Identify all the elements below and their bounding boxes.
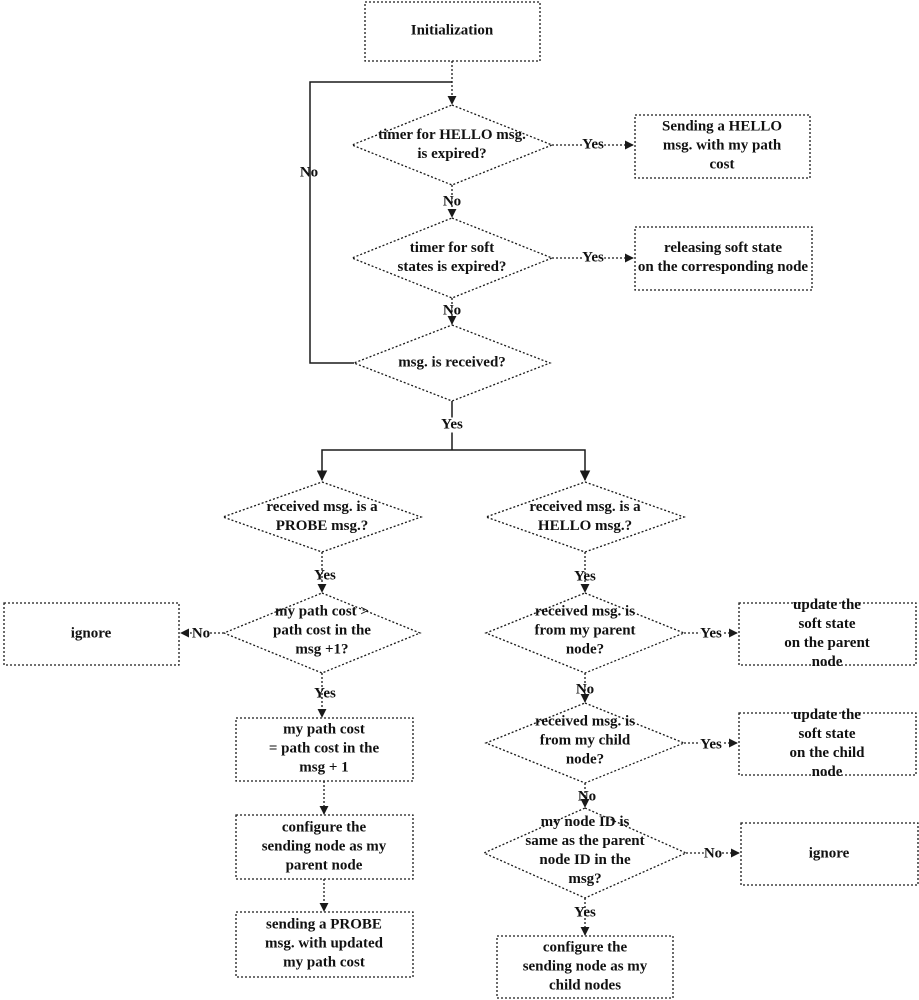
ignore-left-node: ignore: [70, 625, 112, 642]
edge-split-left: [316, 449, 452, 482]
send-probe-node: sending a PROBE msg. with updated my pat…: [265, 916, 383, 971]
label-no-hello-timer: No: [442, 193, 462, 210]
label-no-path-cost: No: [191, 625, 211, 642]
msg-received-diamond: [352, 324, 552, 402]
label-yes-same-parent: Yes: [574, 904, 596, 921]
update-child-box: [738, 712, 917, 776]
update-cost-box: [235, 717, 414, 782]
hello-diamond: [484, 481, 686, 553]
ignore-left-box: [3, 602, 180, 666]
init-node: Initialization: [410, 22, 494, 39]
edge-msg-received-no-loop: [309, 81, 452, 364]
label-yes-hello: Yes: [574, 568, 596, 585]
send-hello-box: [634, 114, 811, 179]
release-soft-box: [634, 226, 813, 291]
update-parent-box: [738, 602, 917, 666]
from-child-decision: received msg. is from my child node?: [534, 713, 636, 768]
update-child-node: update the soft state on the child node: [789, 707, 865, 780]
edge-split-right: [452, 449, 591, 482]
label-yes-soft-timer: Yes: [582, 249, 604, 266]
msg-received-decision: msg. is received?: [398, 354, 506, 371]
label-yes-hello-timer: Yes: [582, 136, 604, 153]
hello-timer-diamond: [350, 104, 554, 186]
probe-diamond: [221, 481, 423, 553]
from-parent-decision: received msg. is from my parent node?: [534, 603, 636, 658]
label-yes-path-cost: Yes: [314, 685, 336, 702]
soft-timer-diamond: [350, 217, 554, 299]
soft-timer-decision: timer for soft states is expired?: [397, 240, 507, 275]
configure-child-box: [496, 935, 674, 999]
label-yes-from-parent: Yes: [700, 625, 722, 642]
send-hello-node: Sending a HELLO msg. with my path cost: [661, 118, 783, 173]
init-box: [364, 1, 541, 62]
configure-parent-box: [235, 814, 414, 880]
ignore-right-box: [740, 822, 919, 886]
configure-parent-node: configure the sending node as my parent …: [261, 819, 387, 874]
send-probe-box: [235, 911, 414, 978]
label-no-from-child: No: [577, 788, 597, 805]
hello-timer-decision: timer for HELLO msg. is expired?: [378, 127, 526, 162]
path-cost-decision: my path cost > path cost in the msg +1?: [273, 603, 371, 658]
label-no-soft-timer: No: [442, 302, 462, 319]
label-yes-from-child: Yes: [700, 736, 722, 753]
probe-decision: received msg. is a PROBE msg.?: [266, 499, 378, 534]
hello-decision: received msg. is a HELLO msg.?: [529, 499, 641, 534]
label-no-same-parent: No: [703, 845, 723, 862]
label-yes-msg-received: Yes: [441, 416, 463, 433]
label-no-from-parent: No: [575, 681, 595, 698]
update-parent-node: update the soft state on the parent node: [784, 597, 870, 670]
label-no-loop: No: [299, 164, 319, 181]
update-cost-node: my path cost = path cost in the msg + 1: [268, 721, 380, 776]
configure-child-node: configure the sending node as my child n…: [522, 939, 648, 994]
ignore-right-node: ignore: [808, 845, 850, 862]
label-yes-probe: Yes: [314, 567, 336, 584]
path-cost-diamond: [222, 592, 422, 674]
release-soft-node: releasing soft state on the correspondin…: [637, 240, 809, 275]
same-parent-decision: my node ID is same as the parent node ID…: [525, 814, 645, 887]
